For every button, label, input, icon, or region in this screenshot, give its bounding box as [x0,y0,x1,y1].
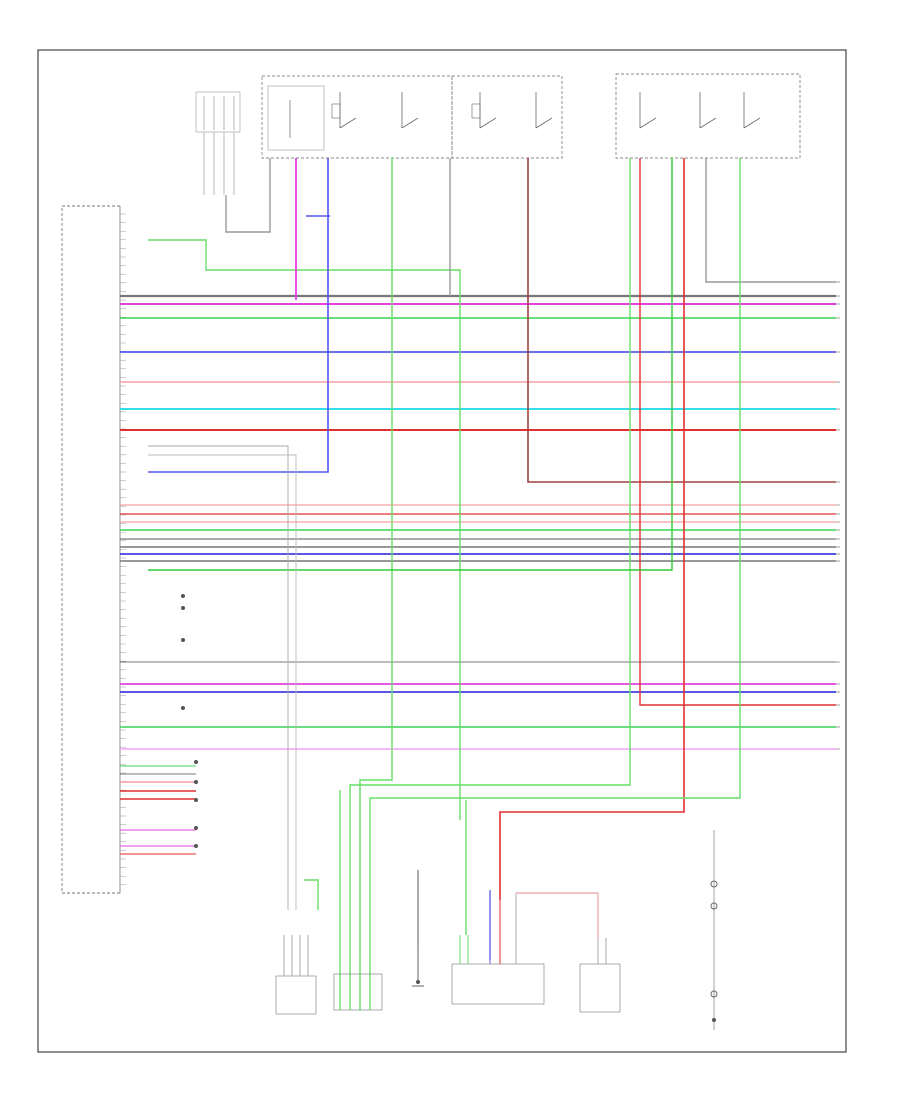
splice-dot-icon [194,826,198,830]
bottom-component-1 [275,935,317,1015]
splice-dot-icon [194,844,198,848]
wire-red-drop [527,158,836,483]
wire-gray-drop-3 [705,158,836,283]
splice-dot-icon [181,706,185,710]
relay-switch-icon [471,92,497,129]
relay-box-left [261,75,453,159]
splice-dot-icon [181,638,185,642]
ecm-pin-column [120,213,126,886]
wire-gray-drop [225,158,271,233]
wire-green-left [304,879,319,910]
top-left-sensor [195,91,241,195]
relay-switch-icon [699,92,717,129]
relay-box-middle [451,75,563,159]
bottom-right-switch [710,880,718,1022]
diagram-frame [37,49,847,1053]
wire-green-drop-1 [359,158,393,950]
ecm-module [61,205,121,894]
ground-symbol-icon [412,950,424,987]
wire-green-route [148,239,461,820]
routing-wires [148,158,836,1030]
ecm-side-labels [181,594,198,848]
relay-switch-icon [639,92,657,129]
bottom-component-2 [333,950,383,1011]
wire-gray-left-2 [148,454,297,910]
relay-box-right [615,73,801,159]
relay-switch-icon [743,92,761,129]
splice-dot-icon [194,798,198,802]
relay-switch-icon [401,92,419,129]
splice-dot-icon [181,594,185,598]
wire-green-drop-2 [349,158,631,950]
wire-red-main [499,158,685,900]
bottom-component-3 [451,893,545,1005]
bottom-component-4 [579,938,621,1013]
wire-salmon-c [516,892,599,938]
wire-green-drop-3 [148,158,673,571]
horizontal-wire-bus [120,294,836,855]
wire-blue-drop [148,158,329,473]
wire-red-long [639,158,836,706]
right-terminal-column [836,281,840,750]
relay-switch-icon [331,92,357,129]
ground-symbol-icon [712,1018,716,1022]
splice-dot-icon [194,760,198,764]
splice-dot-icon [194,780,198,784]
splice-dot-icon [181,606,185,610]
relay-switch-icon [535,92,553,129]
wire-green-drop-4 [369,158,741,950]
wire-gray-left-1 [148,445,289,910]
